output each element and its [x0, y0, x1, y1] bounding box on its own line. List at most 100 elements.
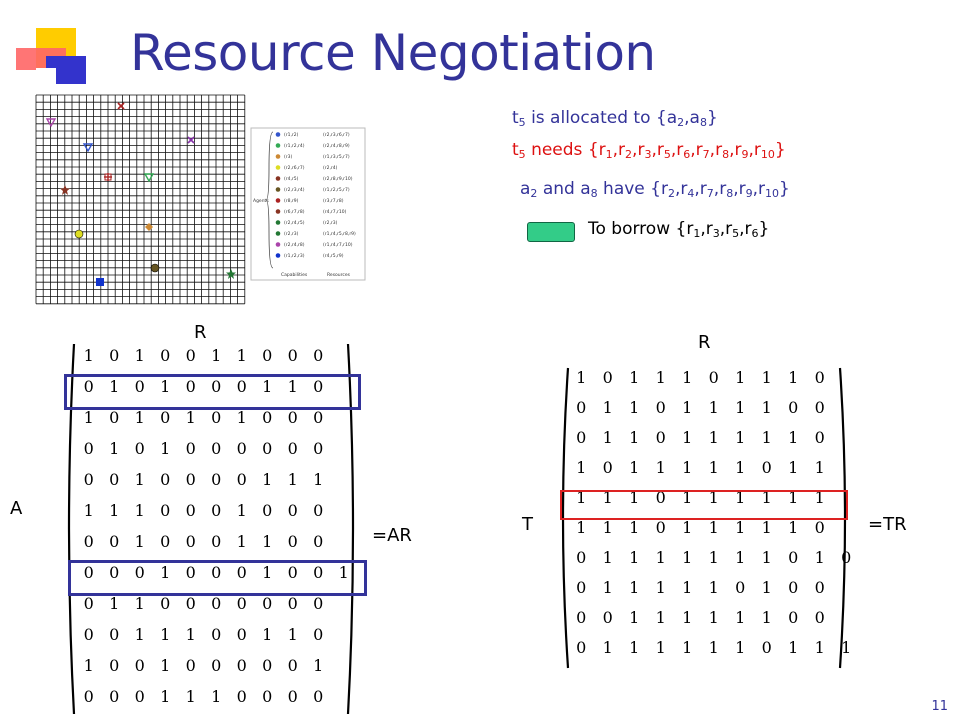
matrix-cell: 0 [313, 501, 324, 520]
matrix-cell: 1 [761, 488, 772, 507]
agent-marker-6 [143, 173, 155, 183]
matrix-cell: 0 [287, 532, 298, 551]
matrix-cell: 0 [211, 470, 222, 489]
highlight-row-t5 [560, 490, 848, 520]
matrix-cell: 1 [708, 608, 719, 627]
legend-resources: (r1,r4,r5,r8,r9) [323, 231, 356, 237]
legend-capability: (r8,r9) [284, 198, 299, 204]
matrix-cell: 0 [211, 377, 222, 396]
matrix-cell: 0 [134, 439, 145, 458]
matrix-cell: 1 [287, 625, 298, 644]
matrix-cell: 1 [262, 377, 273, 396]
grid-svg: Agents(r1,r2)(r2,r3,r6,r7)(r1,r2,r4)(r2,… [35, 94, 366, 305]
matrix-cell: 0 [160, 408, 171, 427]
matrix-cell: 1 [576, 488, 587, 507]
matrix-cell: 1 [682, 428, 693, 447]
matrix-cell: 0 [185, 470, 196, 489]
legend-box [250, 127, 366, 281]
matrix-cell: 1 [761, 368, 772, 387]
matrix-cell: 0 [109, 408, 120, 427]
matrix-cell: 0 [109, 563, 120, 582]
matrix-cell: 1 [814, 488, 825, 507]
matrix-cell: 0 [236, 439, 247, 458]
matrix-cell: 0 [236, 377, 247, 396]
matrix-cell: 0 [211, 408, 222, 427]
matrix-cell: 0 [236, 625, 247, 644]
matrix-cell: 0 [655, 488, 666, 507]
matrix-cell: 1 [682, 368, 693, 387]
matrix-cell: 1 [814, 458, 825, 477]
matrix-cell: 0 [83, 377, 94, 396]
matrix-cell: 0 [211, 532, 222, 551]
matrix-cell: 1 [338, 563, 349, 582]
matrix-cell: 0 [134, 656, 145, 675]
matrix-cell: 0 [313, 563, 324, 582]
matrix-cell: 0 [602, 458, 613, 477]
matrix-cell: 0 [185, 656, 196, 675]
slide-title: Resource Negotiation [130, 24, 656, 82]
matrix-cell: 1 [682, 458, 693, 477]
label-tr: =TR [868, 514, 907, 535]
matrix-cell: 0 [313, 377, 324, 396]
matrix-cell: 0 [211, 594, 222, 613]
matrix-cell: 0 [236, 687, 247, 706]
matrix-cell: 0 [287, 346, 298, 365]
statement-allocated: t5 is allocated to {a2,a8} [512, 108, 718, 129]
matrix-cell: 1 [708, 398, 719, 417]
matrix-cell: 1 [236, 501, 247, 520]
matrix-cell: 1 [682, 608, 693, 627]
matrix-cell: 1 [708, 638, 719, 657]
matrix-cell: 1 [788, 488, 799, 507]
matrix-cell: 0 [814, 578, 825, 597]
matrix-cell: 1 [109, 501, 120, 520]
legend-resources: (r2,r3) [323, 220, 338, 226]
legend-capability: (r2,r4,r5) [284, 220, 305, 226]
legend-resources: (r4,r7,r10) [323, 209, 347, 215]
matrix-cell: 0 [814, 608, 825, 627]
matrix-cell: 1 [134, 346, 145, 365]
matrix-cell: 0 [287, 656, 298, 675]
matrix-cell: 1 [602, 518, 613, 537]
matrix-cell: 1 [576, 368, 587, 387]
matrix-cell: 1 [262, 625, 273, 644]
matrix-cell: 1 [655, 638, 666, 657]
matrix-cell: 1 [602, 488, 613, 507]
matrix-cell: 0 [236, 656, 247, 675]
matrix-cell: 1 [735, 458, 746, 477]
legend-footer-resources: Resources [327, 272, 351, 278]
matrix-cell: 0 [313, 439, 324, 458]
legend-resources: (r3,r7,r8) [323, 198, 344, 204]
matrix-cell: 1 [708, 518, 719, 537]
matrix-cell: 1 [735, 518, 746, 537]
matrix-cell: 1 [287, 377, 298, 396]
matrix-cell: 0 [287, 563, 298, 582]
legend-icon-tri [275, 242, 281, 247]
matrix-cell: 1 [788, 638, 799, 657]
arrow-right-icon [527, 222, 575, 242]
matrix-cell: 1 [735, 638, 746, 657]
matrix-cell: 0 [185, 346, 196, 365]
statement-needs: t5 needs {r1,r2,r3,r5,r6,r7,r8,r9,r10} [512, 140, 786, 161]
matrix-cell: 1 [629, 488, 640, 507]
matrix-cell: 1 [629, 368, 640, 387]
legend-resources: (r4,r5,r9) [323, 253, 344, 259]
statement-have: a2 and a8 have {r2,r4,r7,r8,r9,r10} [520, 179, 790, 200]
matrix-cell: 0 [262, 408, 273, 427]
matrix-cell: 0 [134, 377, 145, 396]
matrix-cell: 0 [313, 687, 324, 706]
legend-resources: (r2,r8,r9,r10) [323, 176, 353, 182]
matrix-cell: 1 [708, 428, 719, 447]
matrix-cell: 1 [602, 428, 613, 447]
agent-marker-4 [187, 136, 195, 144]
matrix-cell: 1 [682, 518, 693, 537]
matrix-cell: 0 [160, 346, 171, 365]
matrix-cell: 1 [761, 428, 772, 447]
